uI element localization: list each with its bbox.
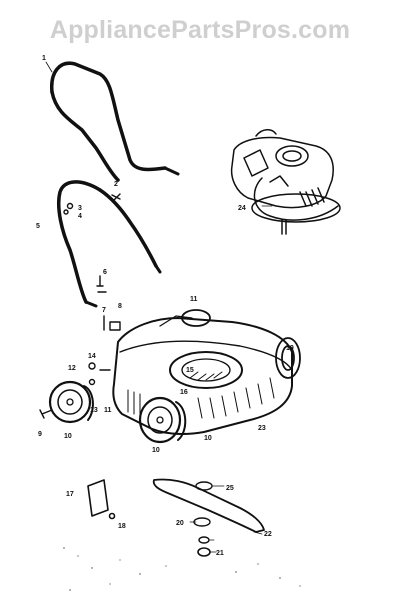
callout-11-side: 11: [104, 407, 112, 414]
callout-12: 12: [68, 365, 76, 372]
callout-3: 3: [78, 205, 82, 212]
callout-4: 4: [78, 213, 82, 220]
handle-fasteners: [63, 193, 121, 331]
callout-21: 21: [216, 550, 224, 557]
callout-1: 1: [42, 55, 46, 62]
callout-15: 15: [186, 367, 194, 374]
callout-22: 22: [264, 531, 272, 538]
callout-20: 20: [176, 520, 184, 527]
callout-14: 14: [88, 353, 96, 360]
watermark-text: AppliancePartsPros.com: [49, 16, 351, 44]
discharge-chute: [87, 479, 116, 520]
callout-10-right-wheel: 10: [152, 447, 160, 454]
callout-25: 25: [226, 485, 234, 492]
callout-2: 2: [114, 181, 118, 188]
callout-labels: 1 2 3 4 5 6 7 8 9 10 10 10 11 11 12 13 1…: [36, 55, 294, 557]
engine-assembly: [230, 129, 341, 235]
callout-6: 6: [103, 269, 107, 276]
rear-wheel-covers: [181, 309, 301, 379]
callout-17: 17: [66, 491, 74, 498]
callout-18: 18: [118, 523, 126, 530]
callout-11-top: 11: [190, 296, 198, 303]
callout-19: 19: [286, 345, 294, 352]
callout-13: 13: [90, 407, 98, 414]
front-right-wheel: [138, 396, 187, 444]
callout-23: 23: [258, 425, 266, 432]
axle-hardware: [39, 362, 111, 419]
callout-10-left-wheel: 10: [64, 433, 72, 440]
callout-9: 9: [38, 431, 42, 438]
cutting-blade: [152, 478, 265, 557]
mower-deck-housing: [112, 315, 293, 435]
scan-noise: [63, 547, 301, 591]
callout-24: 24: [238, 205, 246, 212]
lower-handle: [57, 180, 162, 308]
callout-10-deck: 10: [204, 435, 212, 442]
callout-16: 16: [180, 389, 188, 396]
upper-handle: [50, 61, 180, 182]
callout-5: 5: [36, 223, 40, 230]
leader-lines: [45, 61, 273, 553]
callout-7: 7: [102, 307, 106, 314]
front-left-wheel: [48, 380, 94, 424]
callout-8: 8: [118, 303, 122, 310]
